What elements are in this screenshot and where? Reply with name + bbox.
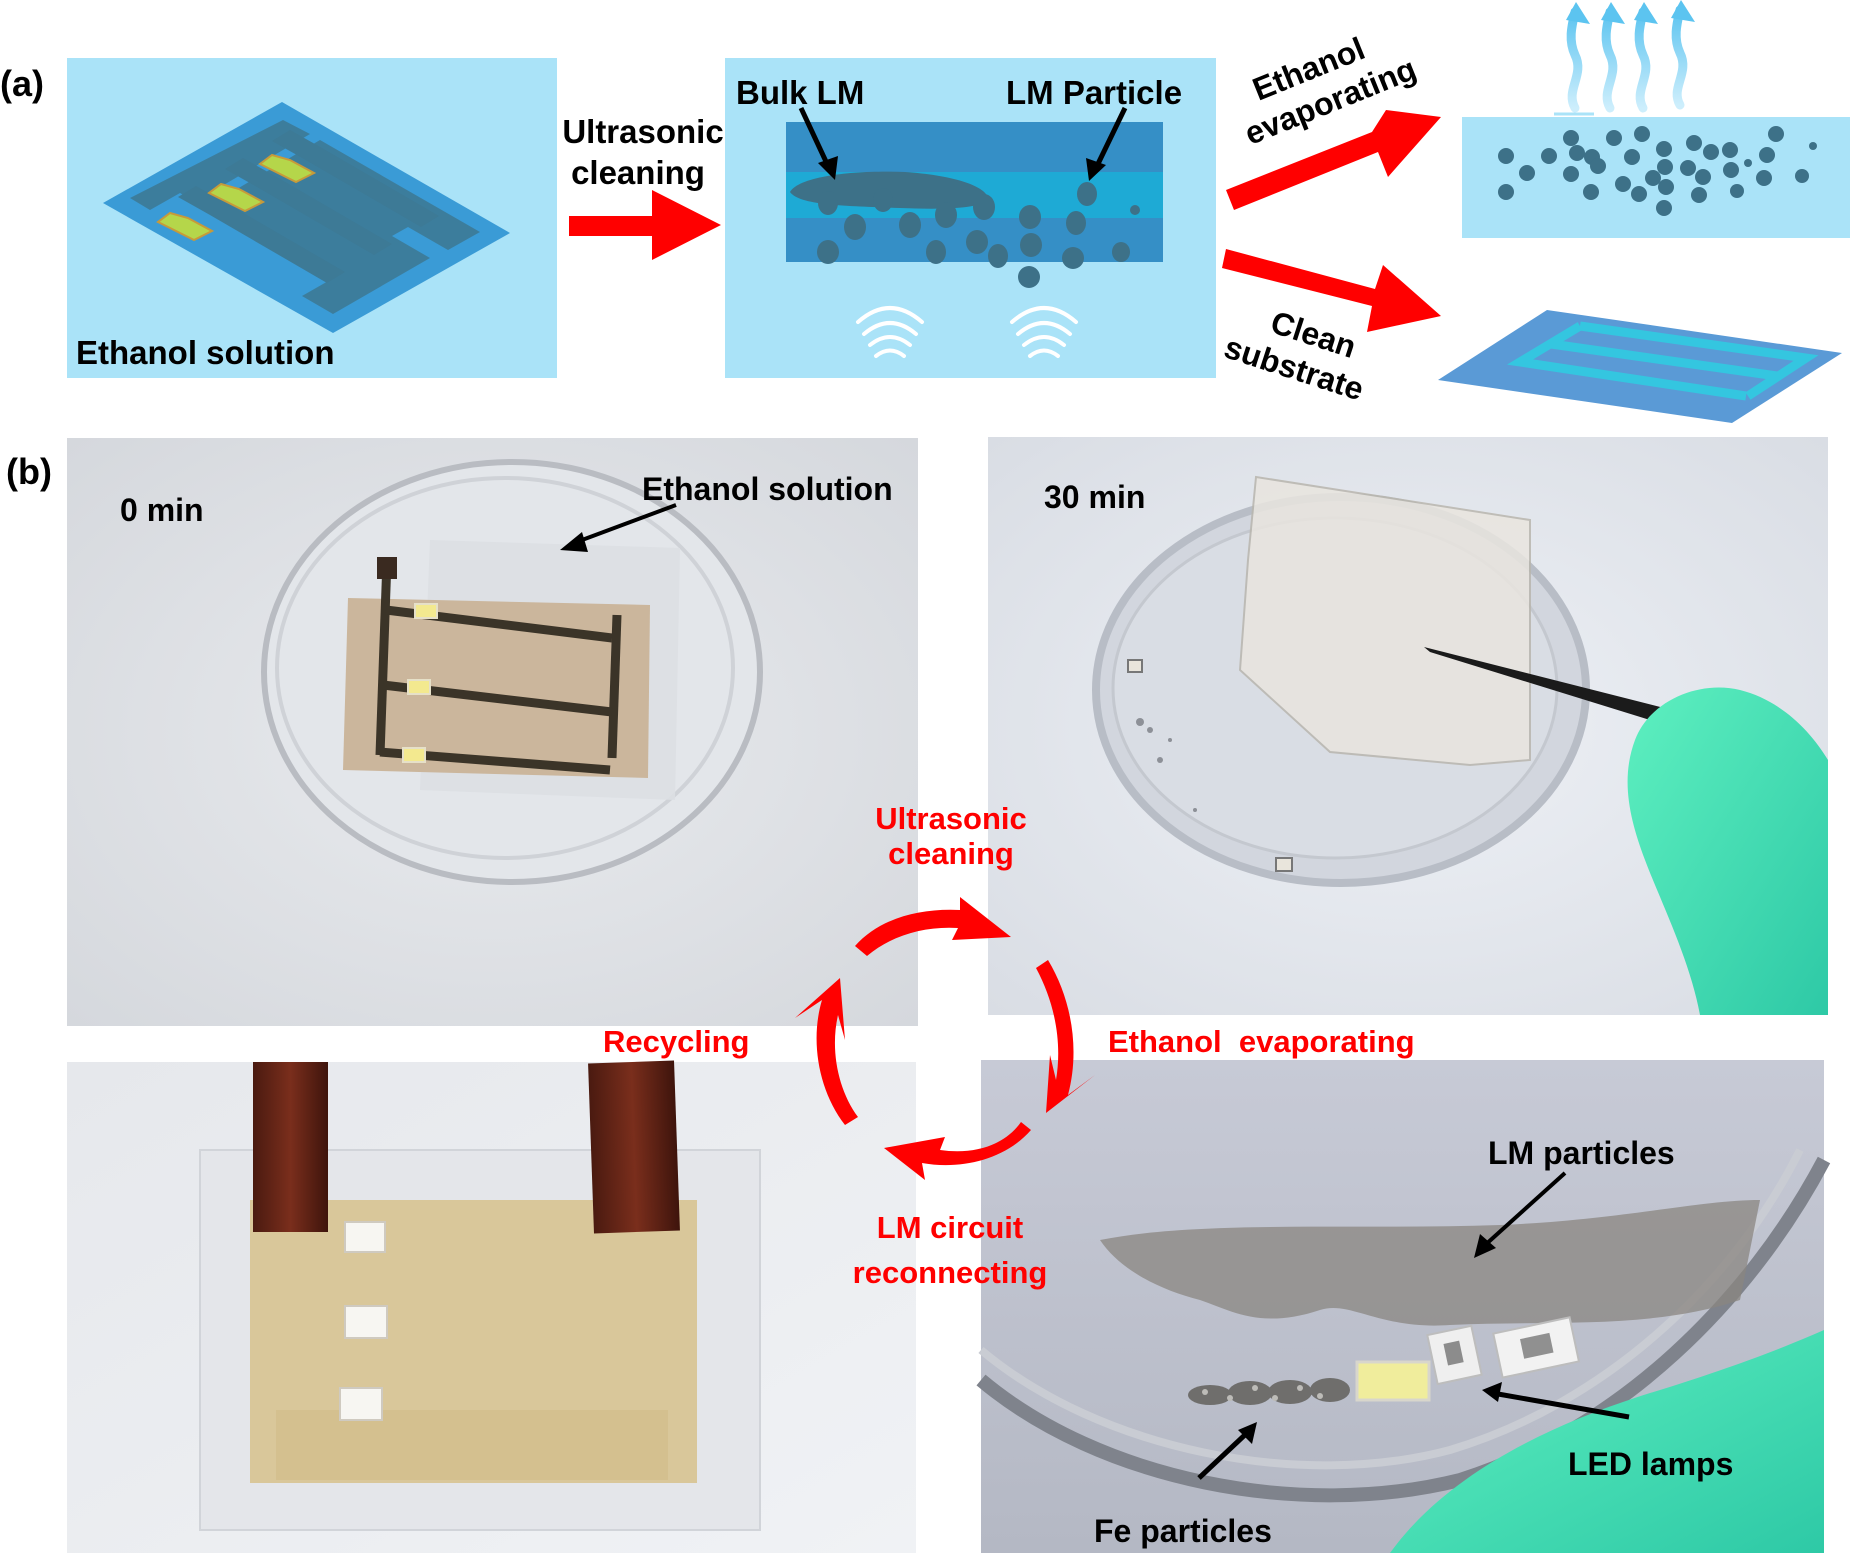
ultrasonic-wave-icon [856,306,1078,358]
cycle-step-recycling: Recycling [603,1024,749,1059]
photo-0-min: 0 min Ethanol solution [67,438,918,1026]
down-right-arrow-icon [1222,249,1441,332]
ethanol-solution-caption: Ethanol solution [76,334,334,371]
glove [1627,687,1828,1015]
ethanol-evaporating-arrow: Ethanol evaporating [1226,30,1441,210]
pointer-arrowhead-icon [560,532,588,552]
lm-particle-residue [1100,1200,1760,1326]
steam-arrows-icon [1566,5,1688,113]
led-lamps-annotation: LED lamps [1568,1446,1733,1482]
circuit-substrate-icon [103,102,510,333]
photo-reconnected-circuit [67,1060,916,1553]
cycle-step-ethanol-evaporating: Ethanol evaporating [1108,1024,1415,1059]
led-lamp-icons [1355,1316,1581,1402]
right-arrow-icon [569,190,721,260]
lm-particles-dried [1498,126,1817,216]
glove [1390,1330,1824,1553]
led-chip-icon [1127,659,1293,872]
led-chip-icon [339,1221,388,1421]
panel-a: (a) Ethanol solution Ultra [0,0,1850,423]
panel-b-label: (b) [6,451,52,492]
lm-particle-label: LM Particle [1006,74,1182,111]
bulk-lm-label: Bulk LM [736,74,864,111]
cycle-arrow-icon [795,897,1095,1180]
panel-a-label: (a) [0,63,44,104]
fe-particles [1188,1378,1350,1405]
panel-b: (b) 0 min Etha [6,437,1831,1553]
time-label-0-min: 0 min [120,492,204,528]
ultrasonic-cleaning-arrow: Ultrasonic cleaning [562,113,724,260]
lm-residue [1136,718,1197,812]
ultrasonic-label-line2: cleaning [571,154,705,191]
led-chip-icon [156,153,317,242]
steam-arrowheads [1566,0,1695,24]
clean-substrate-icon [1438,310,1842,423]
dried-particles-panel [1462,112,1850,238]
bulk-lm-blob [790,171,988,209]
lm-particles [817,182,1140,288]
clean-substrate-arrow: Clean substrate [1220,249,1441,407]
fe-particles-annotation: Fe particles [1094,1513,1272,1549]
ultrasonic-label-line1: Ultrasonic [562,113,723,150]
cycle-step-lm-circuit-line1: LM circuit [877,1210,1023,1245]
lm-particle-pointer [1093,106,1128,170]
copper-tape-right [588,1060,680,1234]
ultrasonic-bath-panel: Bulk LM LM Particle [725,58,1216,378]
ethanol-solution-panel: Ethanol solution [67,58,557,378]
recycling-cycle: Ultrasonic cleaning Ethanol evaporating … [603,801,1415,1290]
cycle-step-ultrasonic-line2: cleaning [888,836,1014,871]
photo-after-evaporation: LM particles LED lamps Fe particles [976,1060,1831,1553]
time-label-30-min: 30 min [1044,479,1145,515]
photo-30-min: 30 min [988,437,1828,1015]
up-right-arrow-icon [1226,110,1441,210]
ethanol-solution-annotation: Ethanol solution [642,471,893,507]
tweezers-icon [1424,647,1680,728]
copper-tape-left [253,1062,328,1232]
lm-particles-annotation: LM particles [1488,1135,1675,1171]
bulk-lm-pointer [798,106,832,170]
fe-particle-highlights [1202,1385,1323,1401]
cycle-step-ultrasonic-line1: Ultrasonic [875,801,1027,836]
cycle-step-lm-circuit-line2: reconnecting [853,1255,1048,1290]
led-chip-icon [402,603,438,763]
